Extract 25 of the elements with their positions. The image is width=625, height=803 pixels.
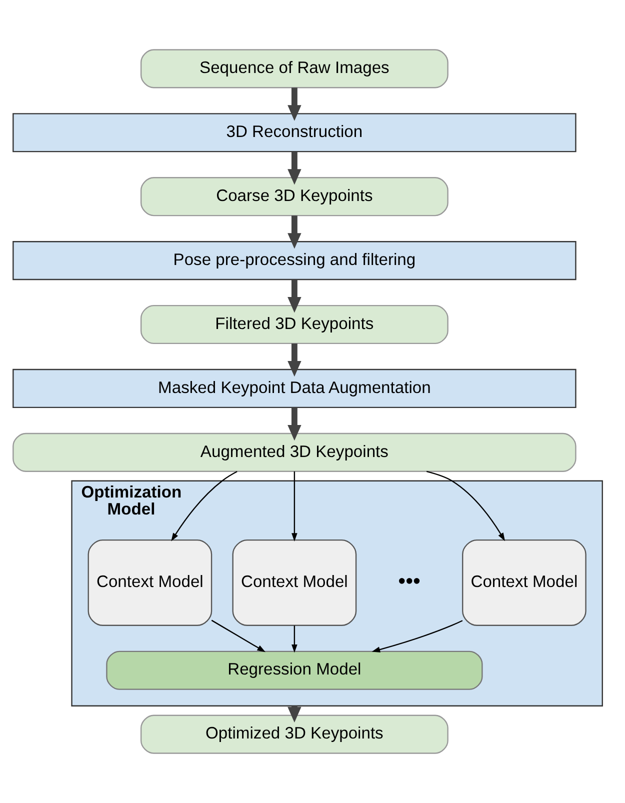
- node-box: Masked Keypoint Data Augmentation: [12, 368, 576, 408]
- arrow: [426, 470, 506, 542]
- node-box: Context Model: [232, 539, 357, 626]
- arrow: [288, 88, 302, 121]
- node-box: Augmented 3D Keypoints: [12, 432, 576, 472]
- arrow: [372, 620, 463, 652]
- arrow: [292, 626, 298, 653]
- arrow: [171, 471, 238, 542]
- node-box: Coarse 3D Keypoints: [140, 177, 448, 216]
- node-box: Pose pre-processing and filtering: [12, 241, 576, 280]
- node-box: Optimized 3D Keypoints: [140, 714, 448, 754]
- node-box: Sequence of Raw Images: [140, 49, 448, 88]
- node-box: Regression Model: [106, 650, 483, 690]
- arrow: [288, 152, 302, 185]
- arrow: [288, 216, 302, 249]
- node-box: Context Model: [462, 539, 586, 626]
- arrow: [288, 344, 302, 377]
- node-box: 3D Reconstruction: [12, 113, 576, 152]
- arrow: [211, 620, 266, 652]
- arrow: [288, 407, 302, 441]
- node-box: Filtered 3D Keypoints: [140, 304, 448, 344]
- arrow: [292, 471, 298, 542]
- node-box: Context Model: [88, 539, 212, 626]
- arrow: [288, 280, 302, 313]
- label: •••: [398, 568, 421, 593]
